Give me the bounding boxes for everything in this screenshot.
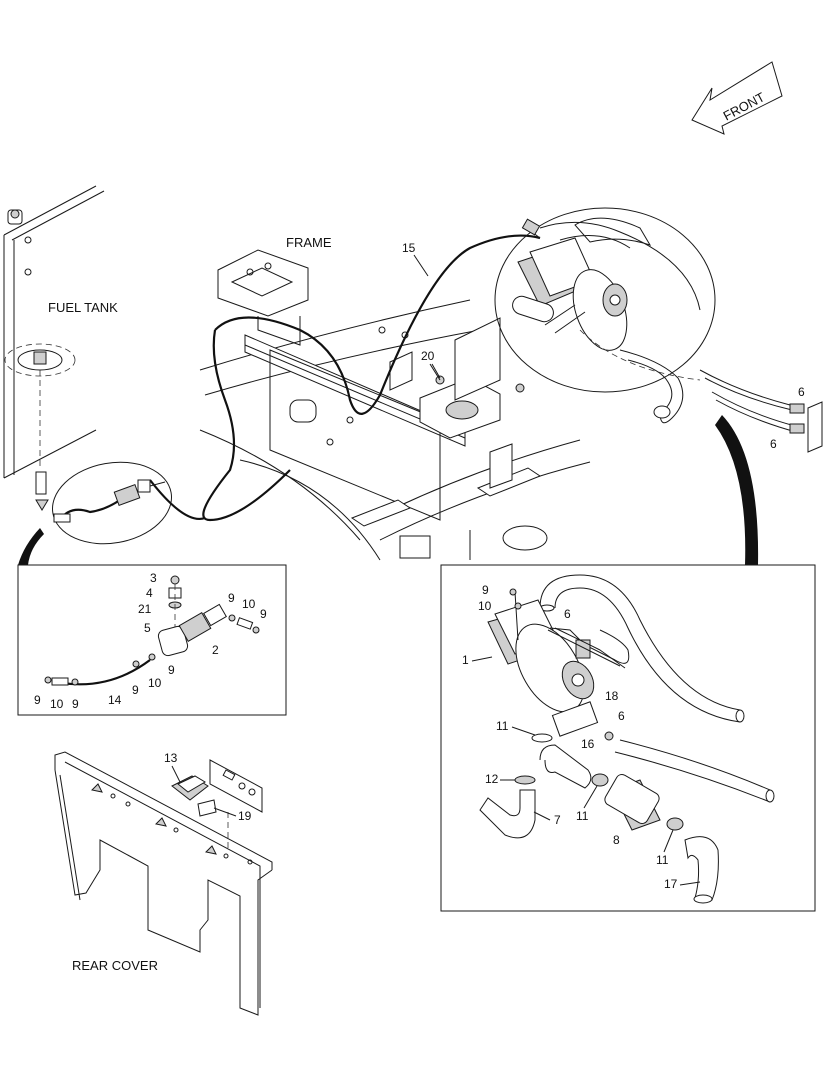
callout-r-17: 17 (664, 877, 678, 891)
heater-detail-oval (494, 207, 716, 424)
front-arrow: FRONT (691, 61, 783, 135)
callout-15: 15 (402, 241, 416, 255)
fuel-tank: FUEL TANK (3, 185, 118, 511)
callout-4: 4 (146, 586, 153, 600)
callout-r-18: 18 (605, 689, 619, 703)
callout-6-upper: 6 (798, 385, 805, 399)
callout-r-1: 1 (462, 653, 469, 667)
callout-r-16: 16 (581, 737, 595, 751)
callout-10-a: 10 (242, 597, 256, 611)
heater-panel: 9 10 6 1 18 11 6 16 12 7 11 8 11 17 (440, 564, 816, 912)
callout-5: 5 (144, 621, 151, 635)
callout-20: 20 (421, 349, 435, 363)
callout-9-e: 9 (34, 693, 41, 707)
callout-9-a: 9 (228, 591, 235, 605)
connector-left (18, 528, 44, 565)
tube-pair: 6 6 (579, 329, 823, 453)
rear-cover-label: REAR COVER (72, 958, 158, 973)
callout-r-10: 10 (478, 599, 492, 613)
callout-r-9: 9 (482, 583, 489, 597)
connector-right (715, 415, 759, 565)
callout-r-6-lower: 6 (618, 709, 625, 723)
fuel-tank-label: FUEL TANK (48, 300, 118, 315)
callout-9-d: 9 (132, 683, 139, 697)
fuel-line-15: 15 20 (149, 234, 541, 522)
fuel-pump-panel: 3 4 21 5 2 9 10 9 9 10 9 9 10 9 14 (17, 564, 287, 716)
fuel-pump-detail-oval (52, 461, 172, 545)
callout-r-7: 7 (554, 813, 561, 827)
frame-label: FRAME (286, 235, 332, 250)
callout-14: 14 (108, 693, 122, 707)
callout-10-c: 10 (50, 697, 64, 711)
callout-6-lower: 6 (770, 437, 777, 451)
callout-13: 13 (164, 751, 178, 765)
callout-r-11-c: 11 (656, 853, 669, 867)
callout-9-b: 9 (260, 607, 267, 621)
machine-frame: FRAME (199, 235, 591, 561)
callout-r-12: 12 (485, 772, 499, 786)
callout-19: 19 (238, 809, 252, 823)
callout-10-b: 10 (148, 676, 162, 690)
rear-cover: REAR COVER 13 19 (54, 751, 273, 1016)
callout-2: 2 (212, 643, 219, 657)
callout-r-8: 8 (613, 833, 620, 847)
callout-21: 21 (138, 602, 152, 616)
callout-9-f: 9 (72, 697, 79, 711)
callout-r-11-b: 11 (576, 809, 589, 823)
callout-3: 3 (150, 571, 157, 585)
callout-r-6-upper: 6 (564, 607, 571, 621)
callout-9-c: 9 (168, 663, 175, 677)
callout-r-11-a: 11 (496, 719, 509, 733)
